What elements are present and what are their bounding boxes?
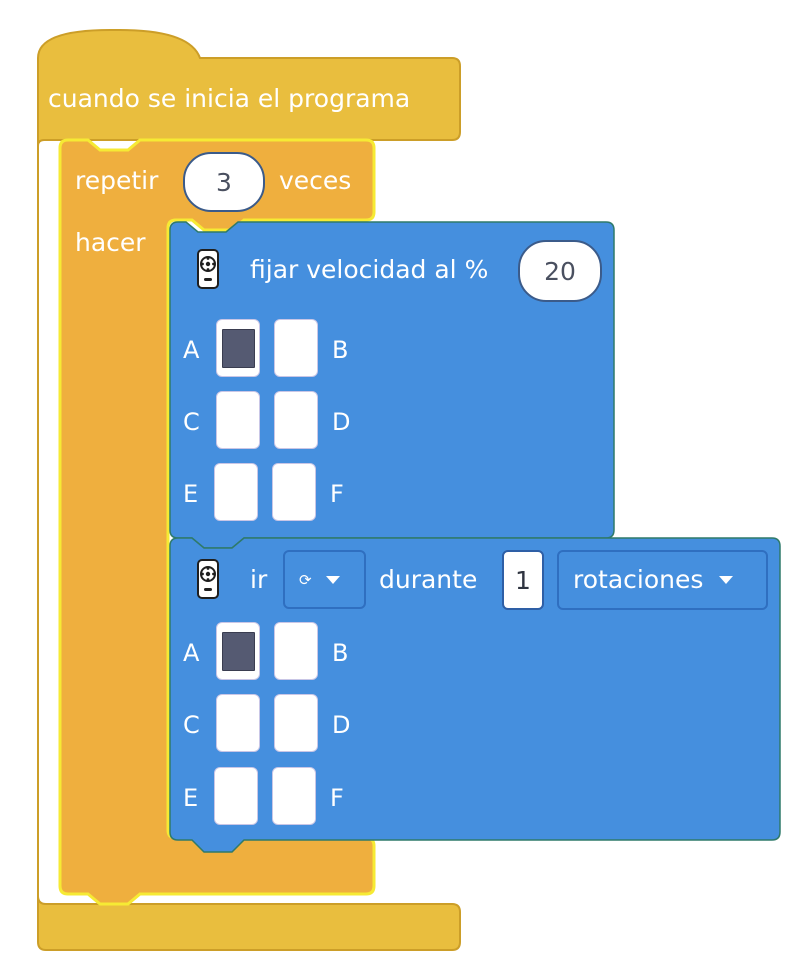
clockwise-icon: ⟳ bbox=[299, 570, 312, 589]
port-label-a: A bbox=[183, 336, 200, 364]
port-label-b: B bbox=[332, 336, 349, 364]
port-selected-fill bbox=[221, 328, 255, 368]
unit-dropdown-label: rotaciones bbox=[573, 565, 704, 594]
port-label-c: C bbox=[183, 711, 200, 739]
move-duration-label: durante bbox=[379, 565, 478, 594]
port-e-checkbox[interactable] bbox=[214, 767, 258, 825]
move-block-shape[interactable] bbox=[169, 537, 781, 853]
port-selected-fill bbox=[221, 631, 255, 671]
port-label-f: F bbox=[330, 480, 344, 508]
port-d-checkbox[interactable] bbox=[274, 391, 318, 449]
repeat-times-label: veces bbox=[279, 166, 352, 195]
move-label: ir bbox=[250, 565, 268, 594]
unit-dropdown[interactable]: rotaciones bbox=[557, 550, 768, 610]
port-b-checkbox[interactable] bbox=[274, 622, 318, 680]
port-e-checkbox[interactable] bbox=[214, 463, 258, 521]
speed-label: fijar velocidad al % bbox=[250, 255, 489, 284]
port-label-e: E bbox=[183, 480, 199, 508]
port-a-checkbox[interactable] bbox=[216, 622, 260, 680]
hub-icon bbox=[197, 249, 219, 289]
port-c-checkbox[interactable] bbox=[216, 391, 260, 449]
move-amount-input[interactable]: 1 bbox=[502, 550, 544, 610]
port-label-b: B bbox=[332, 639, 349, 667]
chevron-down-icon bbox=[719, 576, 734, 584]
port-label-c: C bbox=[183, 408, 200, 436]
repeat-do-label: hacer bbox=[75, 228, 146, 257]
repeat-count-input[interactable]: 3 bbox=[183, 152, 265, 212]
port-label-d: D bbox=[332, 408, 351, 436]
port-f-checkbox[interactable] bbox=[272, 767, 316, 825]
speed-value-input[interactable]: 20 bbox=[518, 240, 602, 302]
event-block-shape[interactable] bbox=[37, 29, 461, 951]
event-block-label: cuando se inicia el programa bbox=[48, 84, 411, 113]
direction-dropdown[interactable]: ⟳ bbox=[283, 550, 366, 609]
port-label-d: D bbox=[332, 711, 351, 739]
repeat-label: repetir bbox=[75, 166, 159, 195]
port-label-f: F bbox=[330, 784, 344, 812]
hub-icon bbox=[197, 559, 219, 599]
port-b-checkbox[interactable] bbox=[274, 319, 318, 377]
port-label-a: A bbox=[183, 639, 200, 667]
port-a-checkbox[interactable] bbox=[216, 319, 260, 377]
port-label-e: E bbox=[183, 784, 199, 812]
port-d-checkbox[interactable] bbox=[274, 694, 318, 752]
port-f-checkbox[interactable] bbox=[272, 463, 316, 521]
port-c-checkbox[interactable] bbox=[216, 694, 260, 752]
chevron-down-icon bbox=[325, 575, 340, 584]
